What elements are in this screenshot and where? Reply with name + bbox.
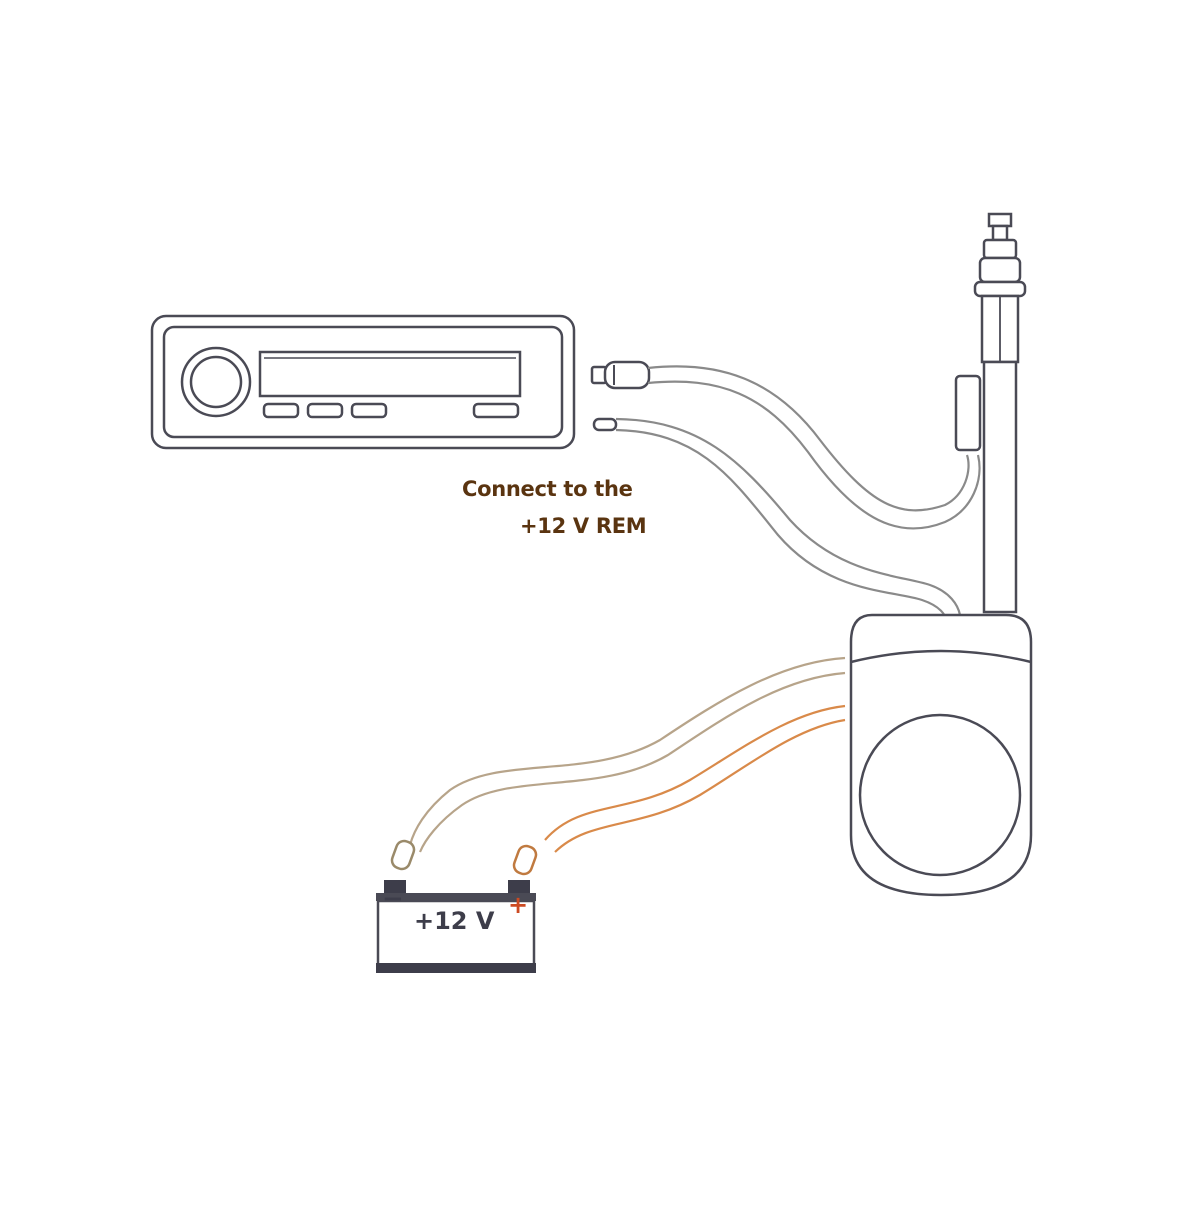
neg-lug	[390, 839, 416, 871]
antenna-tip-neck	[991, 224, 1009, 242]
battery-icon	[376, 880, 536, 973]
antenna-plug-icon	[590, 360, 651, 390]
radio-button-2	[306, 402, 344, 419]
neg-wire-top	[408, 656, 846, 846]
battery-negative-sign: −	[382, 884, 404, 914]
antenna-cable-bottom	[647, 380, 981, 530]
battery-pos-post	[508, 880, 530, 894]
rem-wire-bottom	[615, 428, 949, 623]
power-antenna-icon	[954, 212, 1027, 614]
radio-outer-frame	[150, 314, 576, 450]
rem-instruction-line2: +12 V REM	[520, 514, 647, 538]
rem-instruction-line1: Connect to the	[462, 477, 633, 501]
antenna-cable	[647, 365, 981, 530]
battery-lid	[376, 893, 536, 901]
battery-voltage-label: +12 V	[414, 907, 495, 935]
car-radio-icon	[150, 314, 576, 450]
battery-negative-wire	[408, 656, 846, 853]
radio-knob-inner	[189, 355, 243, 409]
antenna-tip-head	[982, 238, 1018, 260]
radio-inner-frame	[162, 325, 564, 439]
positive-terminal-lug	[512, 844, 538, 876]
antenna-cable-top	[647, 365, 970, 512]
radio-button-3	[350, 402, 388, 419]
radio-volume-knob	[180, 346, 252, 418]
pos-wire-bottom	[554, 718, 846, 853]
antenna-cable-clip	[954, 374, 982, 452]
battery-positive-wire	[544, 704, 846, 853]
rem-wire-top	[615, 417, 962, 616]
radio-button-4	[472, 402, 520, 419]
antenna-nut	[973, 280, 1027, 298]
antenna-motor-icon	[849, 613, 1033, 897]
plug-body	[603, 360, 651, 390]
pos-lug	[512, 844, 538, 876]
radio-button-1	[262, 402, 300, 419]
battery-neg-post	[384, 880, 406, 894]
rem-wire	[615, 417, 962, 623]
neg-wire-bottom	[418, 671, 846, 853]
antenna-mast-tube	[982, 360, 1018, 614]
negative-terminal-lug	[390, 839, 416, 871]
rem-wire-tip	[592, 417, 618, 432]
motor-drum	[858, 713, 1022, 877]
antenna-collar	[978, 256, 1022, 284]
motor-housing-rim	[850, 649, 1032, 664]
antenna-tip-cap	[987, 212, 1013, 228]
battery-body	[376, 899, 536, 967]
pos-wire-top	[544, 704, 846, 841]
battery-positive-sign: +	[508, 891, 529, 919]
rem-wire-end	[592, 417, 618, 432]
radio-display	[258, 350, 522, 398]
battery-base	[376, 963, 536, 973]
